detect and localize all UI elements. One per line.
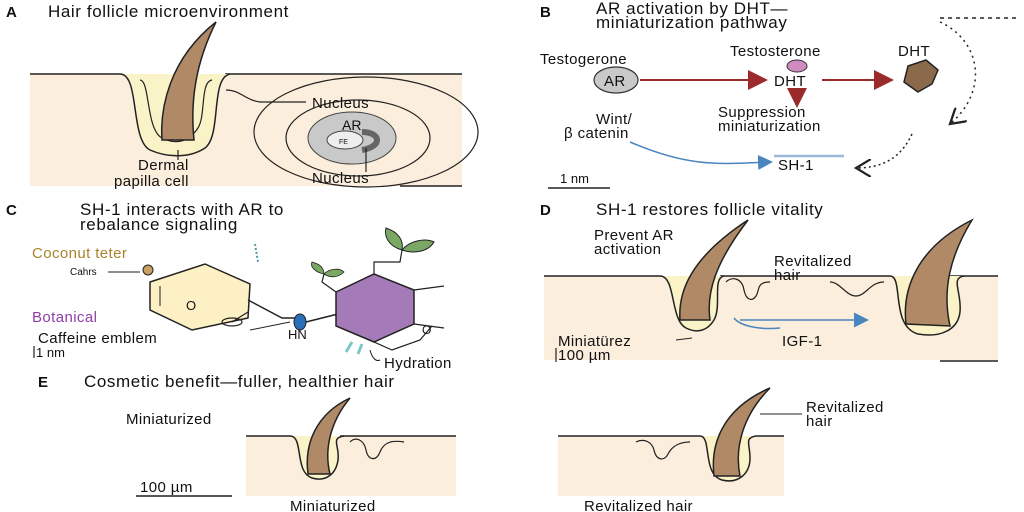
panel-b: B AR activation by DHT— miniaturization … — [540, 0, 1016, 189]
scale-label-e: 100 µm — [140, 479, 193, 496]
panel-b-title-2: miniaturization pathway — [596, 13, 787, 32]
panel-c-title-2: rebalance signaling — [80, 215, 238, 234]
suppression-label-2: miniaturization — [718, 118, 821, 135]
caffeine-label: Caffeine emblem — [38, 330, 157, 347]
ar-label: AR — [342, 117, 361, 133]
revitalized-bottom-label: Revitalized hair — [584, 498, 693, 512]
panel-e: E Cosmetic benefit—fuller, healthier hai… — [38, 372, 884, 512]
cell-membrane — [253, 76, 479, 188]
prevent-label-1: Prevent AR — [594, 227, 674, 244]
revitalized-hair-d — [904, 218, 975, 327]
ar-receptor — [593, 66, 639, 94]
wint-label-2: β catenin — [564, 125, 629, 142]
panel-b-letter: B — [540, 4, 551, 21]
revital-e-label-2: hair — [806, 413, 833, 430]
panel-d-title: SH-1 restores follicle vitality — [596, 200, 823, 219]
panel-a: A Hair follicle microenvironment AR FE N… — [6, 2, 479, 190]
suppression-label-1: Suppression — [718, 104, 806, 121]
revital-d-label-2: hair — [774, 267, 801, 284]
dht-mid-label: DHT — [774, 73, 806, 90]
nucleus-label: Nucleus — [312, 95, 369, 112]
hn-label: HN — [288, 327, 307, 342]
prevent-label-2: activation — [594, 241, 661, 258]
panel-c-letter: C — [6, 202, 17, 219]
dermal-label-2: papilla cell — [114, 173, 189, 190]
panel-e-letter: E — [38, 374, 48, 391]
botanical-ring — [335, 273, 415, 343]
panel-d-letter: D — [540, 202, 551, 219]
ar-b-label: AR — [604, 73, 626, 90]
scale-label-d: 100 µm — [558, 347, 611, 364]
panel-e-title: Cosmetic benefit—fuller, healthier hair — [84, 372, 395, 391]
panel-b-title-1: AR activation by DHT— — [596, 0, 788, 18]
revitalized-hair-e — [712, 387, 771, 477]
svg-text:O: O — [186, 298, 196, 313]
dht-molecule — [903, 59, 939, 93]
skin-e-right — [558, 436, 784, 496]
revital-d-label-1: Revitalized — [774, 253, 852, 270]
coconut-label: Coconut teter — [32, 245, 127, 262]
dht-top-label: DHT — [898, 43, 930, 60]
panel-c: C SH-1 interacts with AR to rebalance si… — [6, 200, 452, 372]
coconut-ring — [149, 263, 251, 331]
svg-text:O: O — [422, 323, 431, 337]
panel-a-title: Hair follicle microenvironment — [48, 2, 289, 21]
cahrs-label: Cahrs — [70, 267, 97, 278]
botanical-label: Botanical — [32, 309, 97, 326]
testogerone-label: Testogerone — [540, 51, 627, 68]
ar-inner-label: FE — [339, 139, 348, 146]
wint-label-1: Wint/ — [596, 111, 633, 128]
skin-e-left — [246, 436, 456, 496]
coconut-atom — [142, 264, 154, 276]
revital-e-label-1: Revitalized — [806, 399, 884, 416]
panel-d: D SH-1 restores follicle vitality Preven… — [540, 200, 998, 364]
hydration-label: Hydration — [384, 355, 452, 372]
panel-a-letter: A — [6, 4, 17, 21]
testosterone-molecule — [786, 59, 808, 73]
panel-c-title-1: SH-1 interacts with AR to — [80, 200, 284, 219]
scale-label-c: 1 nm — [36, 345, 65, 360]
leaf-icon — [385, 227, 403, 251]
scale-label-b: 1 nm — [560, 171, 589, 186]
miniaturized-hair-e — [306, 397, 351, 475]
miniaturized-top-label: Miniaturized — [126, 411, 212, 428]
hair-shaft — [160, 21, 217, 141]
sh1-label: SH-1 — [778, 157, 814, 174]
miniaturized-bottom-label: Miniaturized — [290, 498, 376, 512]
miniaturez-label: Miniatürez — [558, 333, 631, 350]
arrow-wint-sh1 — [629, 141, 773, 170]
testosterone-label: Testosterone — [730, 43, 821, 60]
igf-label: IGF-1 — [782, 333, 822, 350]
nucleus-bottom-label: Nucleus — [312, 170, 369, 187]
miniaturized-hair — [679, 219, 749, 321]
dermal-label-1: Dermal — [138, 157, 189, 174]
